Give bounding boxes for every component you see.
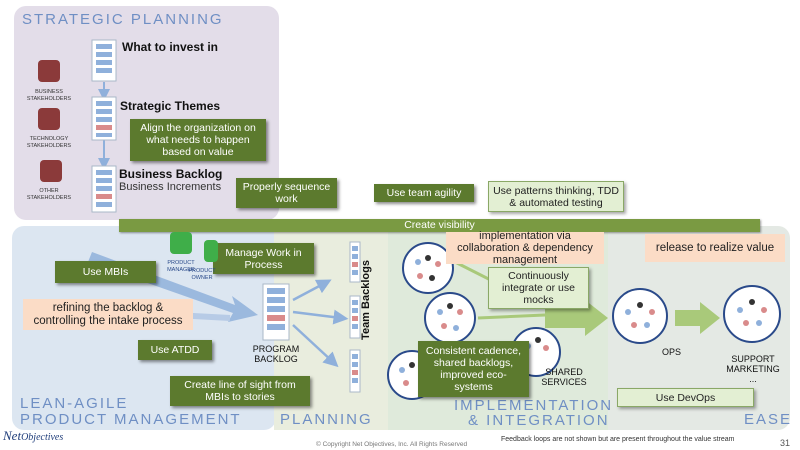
ops-label: OPS: [662, 347, 682, 357]
feedback-note: Feedback loops are not shown but are pre…: [501, 436, 735, 443]
planning-arrow-mid: [292, 309, 349, 325]
impl-arrow-2: [477, 313, 546, 320]
what-to-invest-label: What to invest in: [122, 40, 218, 54]
continuously-integrate-box: Continuously integrate or use mocks: [488, 267, 589, 309]
manage-work-box: Manage Work in Process: [213, 243, 314, 274]
ops-to-support-arrow: [675, 302, 720, 334]
lean-agile-title-line1: LEAN-AGILE: [20, 395, 129, 412]
team-circle-2: [424, 292, 476, 344]
use-mbis-box: Use MBIs: [55, 261, 156, 283]
align-organization-box: Align the organization on what needs to …: [130, 119, 266, 161]
net-objectives-logo: NetObjectives: [3, 428, 64, 443]
business-backlog-label: Business Backlog: [119, 167, 223, 181]
ease-title: EASE: [744, 411, 793, 428]
business-backlog-stack: [91, 165, 117, 213]
lean-agile-title-line2: PRODUCT MANAGEMENT: [20, 411, 242, 428]
use-atdd-box: Use ATDD: [138, 340, 212, 360]
program-backlog-stack: [262, 283, 290, 341]
refining-backlog-box: refining the backlog & controlling the i…: [23, 299, 193, 330]
page-number: 31: [780, 438, 791, 448]
team-backlog-stack-1: [349, 241, 361, 283]
implementation-title-line2: & INTEGRATION: [468, 412, 610, 429]
product-owner-icon: [204, 240, 218, 262]
impl-to-ops-arrow: [545, 300, 608, 336]
use-patterns-box: Use patterns thinking, TDD & automated t…: [488, 181, 624, 212]
product-manager-icon: [170, 232, 192, 254]
strategic-planning-title: STRATEGIC PLANNING: [22, 11, 224, 28]
planning-arrow-up: [292, 279, 332, 302]
create-visibility-bar: Create visibility: [119, 219, 760, 232]
planning-title: PLANNING: [280, 411, 373, 428]
other-stakeholder-icon: [40, 160, 62, 182]
team-backlog-stack-3: [349, 349, 361, 393]
consistent-cadence-box: Consistent cadence, shared backlogs, imp…: [418, 341, 529, 397]
use-team-agility-box: Use team agility: [374, 184, 474, 202]
team-backlog-stack-2: [349, 295, 361, 339]
planning-arrow-down: [292, 324, 339, 368]
team-backlogs-label: Team Backlogs: [360, 260, 372, 340]
release-to-realize-box: release to realize value: [645, 234, 785, 262]
copyright-text: © Copyright Net Objectives, Inc. All Rig…: [316, 441, 468, 448]
implementation-via-box: implementation via collaboration & depen…: [446, 230, 604, 266]
properly-sequence-box: Properly sequence work: [236, 178, 337, 208]
create-visibility-label: Create visibility: [404, 219, 475, 231]
implementation-title-line1: IMPLEMENTATION: [454, 397, 614, 414]
strategic-themes-label: Strategic Themes: [120, 99, 221, 113]
business-stakeholder-icon: [38, 60, 60, 82]
team-circle-1: [402, 242, 454, 294]
business-increments-label: Business Increments: [119, 181, 222, 193]
strategic-themes-stack: [91, 96, 117, 141]
support-circle: [723, 285, 781, 343]
line-of-sight-box: Create line of sight from MBIs to storie…: [170, 376, 310, 406]
use-devops-box: Use DevOps: [617, 388, 754, 407]
ops-circle: [612, 288, 668, 344]
what-to-invest-stack: [91, 39, 117, 82]
technology-stakeholder-icon: [38, 108, 60, 130]
